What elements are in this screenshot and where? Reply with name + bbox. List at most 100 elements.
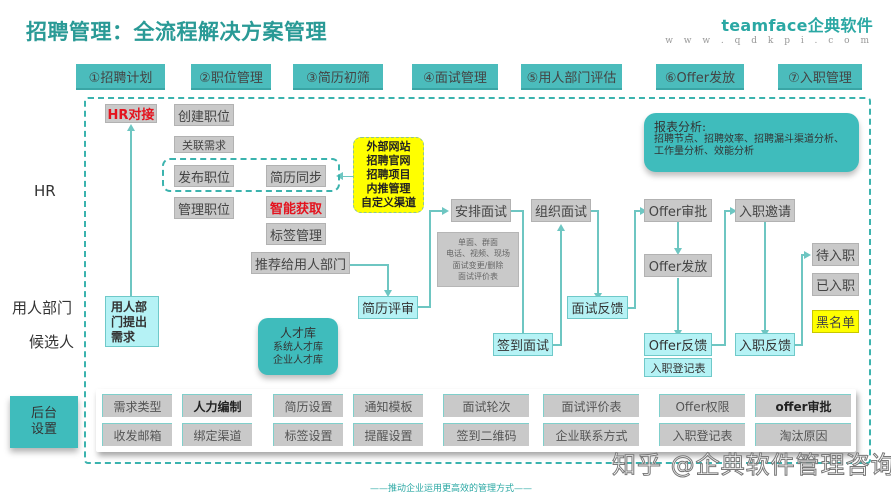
connector (634, 210, 642, 212)
connector (795, 344, 803, 346)
create-position-box[interactable]: 创建职位 (174, 104, 234, 126)
setting-notify-template[interactable]: 通知模板 (353, 394, 423, 417)
arrow-icon (730, 207, 737, 215)
resume-sync-box[interactable]: 简历同步 (266, 165, 326, 187)
setting-onboard-form[interactable]: 入职登记表 (659, 423, 745, 446)
stage-dept-eval: ⑤用人部门评估 (521, 64, 622, 90)
arrow-icon (127, 124, 135, 131)
link-need-box[interactable]: 关联需求 (174, 136, 234, 153)
publish-position-box[interactable]: 发布职位 (174, 165, 234, 187)
channel-item: 外部网站 (366, 140, 411, 153)
lane-dept: 用人部门 (12, 299, 73, 317)
connector (522, 210, 524, 335)
connector (553, 344, 562, 346)
recommend-dept-box[interactable]: 推荐给用人部门 (251, 252, 350, 274)
channel-item: 招聘项目 (366, 168, 411, 181)
channel-item: 自定义渠道 (361, 196, 416, 209)
setting-contact[interactable]: 企业联系方式 (543, 423, 639, 446)
arrow-icon (442, 207, 449, 215)
connector (634, 210, 636, 309)
setting-interview-rounds[interactable]: 面试轮次 (443, 394, 529, 417)
report-analysis-box[interactable]: 报表分析: 招聘节点、招聘效率、招聘漏斗渠道分析、工作量分析、效能分析 (644, 113, 859, 172)
connector (677, 222, 679, 250)
connector (429, 210, 431, 308)
connector (418, 306, 430, 308)
connector (677, 278, 679, 332)
dept-request-box[interactable]: 用人部门提出需求 (105, 296, 159, 347)
publish-sync-group (162, 158, 340, 192)
organize-interview-box[interactable]: 组织面试 (531, 199, 591, 222)
arrow-icon (804, 251, 811, 259)
setting-headcount[interactable]: 人力编制 (182, 394, 252, 417)
connector (597, 210, 599, 295)
stage-recruit-plan: ①招聘计划 (76, 64, 165, 90)
offer-approve-box[interactable]: Offer审批 (644, 199, 712, 222)
tag-manage-box[interactable]: 标签管理 (266, 223, 326, 245)
talent-pool-title: 人才库 (279, 326, 316, 340)
onboard-invite-box[interactable]: 入职邀请 (735, 199, 795, 222)
brand-url: w w w . q d k p i . c o m (665, 36, 873, 46)
connector (712, 344, 726, 346)
connector (801, 254, 805, 256)
resume-review-box[interactable]: 简历评审 (358, 296, 418, 319)
arrow-icon (384, 290, 392, 297)
sign-in-interview-box[interactable]: 签到面试 (493, 333, 553, 356)
lane-candidate: 候选人 (29, 333, 75, 351)
manage-position-box[interactable]: 管理职位 (174, 197, 234, 219)
hr-connect-box[interactable]: HR对接 (105, 104, 157, 123)
interview-note-box: 单面、群面 电话、视频、现场 面试变更/删除 面试评价表 (437, 232, 519, 287)
setting-offer-approve[interactable]: offer审批 (755, 394, 851, 417)
connector (628, 307, 636, 309)
smart-fetch-box[interactable]: 智能获取 (266, 196, 326, 218)
connector (801, 254, 803, 346)
stage-position-manage: ②职位管理 (191, 64, 271, 90)
setting-demand-type[interactable]: 需求类型 (102, 394, 172, 417)
talent-pool-box[interactable]: 人才库 系统人才库 企业人才库 (258, 318, 338, 375)
channel-item: 内推管理 (366, 182, 411, 195)
connector (724, 210, 732, 212)
connector (340, 176, 353, 177)
joined-box[interactable]: 已入职 (812, 273, 859, 296)
stage-offer-issue: ⑥Offer发放 (656, 64, 744, 90)
brand-logo: teamface企典软件 w w w . q d k p i . c o m (665, 12, 873, 46)
stage-resume-screen: ③简历初筛 (293, 64, 383, 90)
connector (591, 210, 599, 212)
channels-box[interactable]: 外部网站 招聘官网 招聘项目 内推管理 自定义渠道 (353, 137, 424, 213)
setting-resume[interactable]: 简历设置 (273, 394, 343, 417)
connector (724, 210, 726, 346)
connector (511, 210, 523, 212)
setting-reminder[interactable]: 提醒设置 (353, 423, 423, 446)
onboard-feedback-box[interactable]: 入职反馈 (735, 333, 795, 356)
interview-feedback-box[interactable]: 面试反馈 (567, 296, 628, 319)
setting-interview-eval[interactable]: 面试评价表 (543, 394, 639, 417)
arrow-icon (640, 207, 647, 215)
arrange-interview-box[interactable]: 安排面试 (451, 199, 511, 222)
arrow-icon (557, 224, 565, 231)
backend-settings-label: 后台 设置 (10, 396, 78, 448)
connector (350, 264, 388, 266)
setting-signin-qr[interactable]: 签到二维码 (443, 423, 529, 446)
report-body: 招聘节点、招聘效率、招聘漏斗渠道分析、工作量分析、效能分析 (654, 134, 844, 157)
offer-issue-box[interactable]: Offer发放 (644, 254, 712, 277)
setting-bind-channel[interactable]: 绑定渠道 (182, 423, 252, 446)
talent-pool-item: 企业人才库 (273, 355, 323, 366)
pending-onboard-box[interactable]: 待入职 (812, 243, 859, 266)
slogan: ——推动企业运用更高效的管理方式—— (370, 484, 533, 494)
blacklist-box[interactable]: 黑名单 (812, 310, 859, 333)
setting-offer-permission[interactable]: Offer权限 (659, 394, 745, 417)
setting-reject-reason[interactable]: 淘汰原因 (755, 423, 851, 446)
connector (560, 230, 562, 346)
lane-hr: HR (34, 182, 56, 200)
offer-feedback-box[interactable]: Offer反馈 (644, 333, 712, 356)
onboard-reg-form-box[interactable]: 入职登记表 (644, 358, 712, 377)
note-line: 电话、视频、现场 (446, 249, 510, 258)
setting-mailbox[interactable]: 收发邮箱 (102, 423, 172, 446)
stage-interview-manage: ④面试管理 (412, 64, 498, 90)
note-line: 面试评价表 (458, 272, 498, 281)
connector (387, 264, 389, 291)
note-line: 单面、群面 (458, 237, 498, 247)
channel-item: 招聘官网 (366, 154, 411, 167)
backend-settings-panel: 需求类型 人力编制 简历设置 通知模板 面试轮次 面试评价表 Offer权限 o… (96, 389, 856, 452)
talent-pool-item: 系统人才库 (273, 342, 323, 353)
setting-tags[interactable]: 标签设置 (273, 423, 343, 446)
